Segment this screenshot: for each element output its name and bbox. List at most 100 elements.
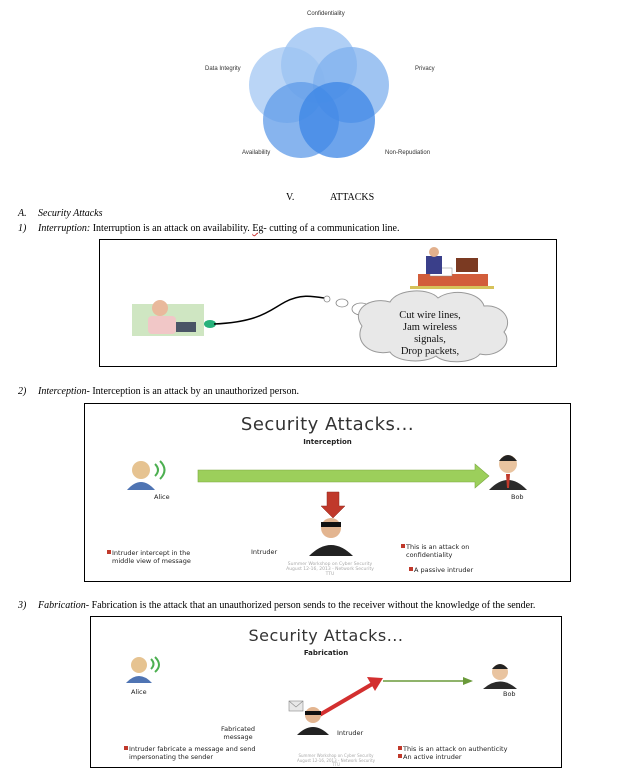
alice-icon — [132, 461, 150, 479]
office-worker-body — [426, 256, 442, 274]
slide-footer-line-2: August 12-16, 2013 - Network Security — [286, 567, 374, 572]
alice-label: Alice — [154, 493, 170, 501]
note-left: Intruder fabricate a message and send im… — [129, 745, 256, 761]
slide-title: Security Attacks... — [240, 414, 415, 435]
item-2-paragraph: Interception- Interception is an attack … — [38, 386, 299, 397]
fabricated-label: Fabricated message — [221, 725, 255, 741]
intruder-body — [297, 727, 329, 735]
bob-label: Bob — [511, 493, 524, 501]
note-right-line-2: confidentiality — [406, 551, 453, 559]
venn-label-privacy: Privacy — [415, 66, 435, 72]
thought-cloud — [357, 290, 509, 363]
fabricated-label-line-1: Fabricated — [221, 725, 255, 733]
cloud-line-3: signals, — [414, 334, 446, 345]
intruder-label: Intruder — [337, 729, 364, 737]
interception-arrow — [320, 491, 346, 519]
interception-slide: Security Attacks... Interception Alice B… — [84, 403, 571, 582]
fabricated-label-line-2: message — [223, 733, 253, 741]
item-1-term: Interruption: — [38, 223, 91, 234]
item-1-number: 1) — [18, 223, 27, 234]
bullet-icon — [401, 544, 405, 548]
subsection-title: Security Attacks — [38, 208, 103, 219]
cloud-text: Cut wire lines, Jam wireless signals, Dr… — [365, 310, 495, 358]
note-right: This is an attack on authenticity An act… — [403, 745, 507, 761]
bullet-icon — [398, 746, 402, 750]
interception-graphic — [107, 455, 527, 571]
office-worker-head — [429, 247, 439, 257]
envelope-flap — [288, 700, 304, 708]
fabrication-slide: Security Attacks... Fabrication Alice Bo… — [90, 616, 562, 768]
section-title: ATTACKS — [330, 192, 375, 203]
fabrication-graphic — [124, 656, 517, 758]
venn-label-data-integrity: Data Integrity — [205, 66, 241, 72]
item-2-number: 2) — [18, 386, 27, 397]
user-head — [152, 300, 168, 316]
bob-hair — [499, 455, 517, 461]
slide-footer-line-2: August 12-16, 2013 - Network Security — [297, 757, 375, 763]
item-1-paragraph: Interruption: Interruption is an attack … — [38, 223, 400, 234]
slide-footer-line-1: Summer Workshop on Cyber Security — [298, 753, 374, 758]
note-right: This is an attack on confidentiality — [406, 543, 469, 559]
desk-monitor — [456, 258, 478, 272]
message-arrow — [197, 463, 490, 489]
note-left-line-1: Intruder fabricate a message and send — [129, 745, 256, 753]
bob-tie — [506, 474, 510, 488]
note-left: Intruder intercept in the middle view of… — [112, 549, 191, 565]
bullet-icon — [398, 754, 402, 758]
slide-footer-line-3: TTU — [325, 572, 335, 577]
slide-footer: Summer Workshop on Cyber Security August… — [245, 562, 415, 577]
intruder-icon — [321, 518, 341, 538]
item-3-paragraph: Fabrication- Fabrication is the attack t… — [38, 600, 535, 611]
item-3-number: 3) — [18, 600, 27, 611]
fabricated-arrowhead — [367, 677, 383, 691]
forwarded-arrowhead — [463, 677, 473, 685]
connector-node — [204, 320, 216, 328]
note-right-line-1: This is an attack on — [406, 543, 470, 551]
cloud-line-4: Drop packets, — [400, 346, 460, 357]
note-right-line-2: An active intruder — [403, 753, 462, 761]
interruption-figure: Cut wire lines, Jam wireless signals, Dr… — [99, 239, 557, 367]
communication-line — [213, 295, 325, 325]
bob-label: Bob — [503, 690, 516, 698]
item-2-term: Interception — [38, 386, 87, 397]
thought-bubble-small — [323, 295, 331, 303]
intruder-body — [309, 545, 353, 556]
slide-footer-line-1: Summer Workshop on Cyber Security — [287, 562, 373, 567]
bullet-icon — [124, 746, 128, 750]
bob-body — [483, 681, 517, 689]
laptop-icon — [176, 322, 196, 332]
item-3-text: - Fabrication is the attack that an unau… — [85, 600, 536, 611]
note-left-line-2: middle view of message — [112, 557, 191, 565]
item-1-text-flag: Eg — [252, 223, 264, 234]
bob-hair — [492, 664, 508, 669]
venn-diagram — [249, 27, 389, 158]
alice-signal-icon — [150, 656, 160, 673]
cloud-line-2: Jam wireless — [403, 322, 457, 333]
item-3-term: Fabrication — [38, 600, 86, 611]
intruder-mask — [321, 522, 341, 527]
alice-signal-icon — [154, 460, 166, 480]
slide-subtitle: Fabrication — [303, 649, 349, 657]
interruption-illustration — [132, 247, 509, 363]
envelope-icon — [288, 700, 304, 712]
note-left-line-1: Intruder intercept in the — [112, 549, 191, 557]
venn-circle-non-repudiation — [299, 82, 375, 158]
section-number: V. — [286, 192, 295, 203]
note-left-line-2: impersonating the sender — [129, 753, 214, 761]
venn-label-availability: Availability — [242, 150, 271, 156]
alice-label: Alice — [131, 688, 147, 696]
thought-bubble-medium — [335, 298, 349, 308]
cloud-line-1: Cut wire lines, — [399, 310, 461, 321]
bullet-icon — [409, 567, 413, 571]
slide-title: Security Attacks... — [248, 626, 404, 645]
fabricated-message-arrow — [314, 681, 376, 719]
venn-label-non-repudiation: Non-Repudiation — [385, 150, 431, 156]
alice-body — [127, 482, 155, 490]
intruder-mask — [305, 711, 321, 715]
note-right-line-1: This is an attack on authenticity — [403, 745, 508, 753]
alice-icon — [131, 657, 147, 673]
item-1-text-a: Interruption is an attack on availabilit… — [90, 223, 253, 234]
bullet-icon — [107, 550, 111, 554]
slide-footer-line-3: TTU — [332, 762, 340, 767]
venn-label-confidentiality: Confidentiality — [307, 11, 345, 17]
